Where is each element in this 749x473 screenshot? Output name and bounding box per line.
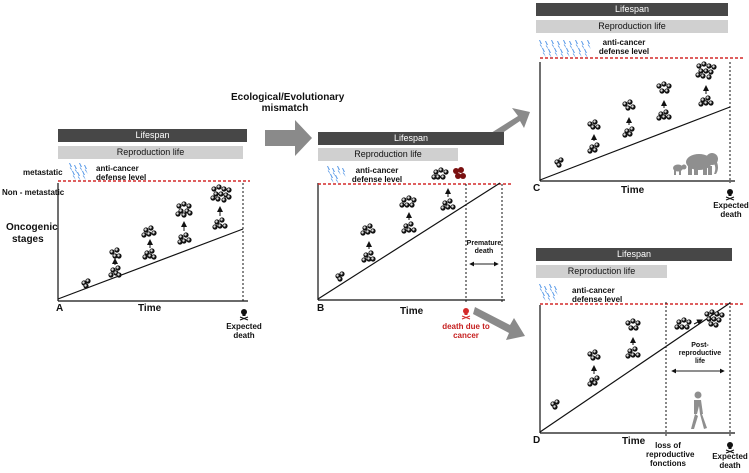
post-reproductive-label: Post- reproductive life	[677, 342, 723, 366]
oncogenic-line2: stages	[12, 234, 44, 245]
panel-c-time-label: Time	[621, 185, 645, 196]
post-line1: Post-	[691, 342, 709, 349]
loss-line1: loss of	[655, 441, 681, 450]
panel-b-reproduction-bar: Reproduction life	[318, 148, 458, 161]
panel-b-defense-label: anti-cancer defense level	[347, 166, 407, 184]
expected-death-line2: death	[233, 331, 255, 340]
panel-a-defense-label: anti-cancer defense level	[96, 164, 146, 182]
cancer-death-line2: cancer	[453, 331, 479, 340]
expected-death-line1: Expected	[713, 201, 749, 210]
cell-cluster-icon	[335, 167, 456, 282]
lightning-icon	[539, 40, 591, 58]
cancer-death-line1: death due to	[442, 322, 490, 331]
defense-label-line1: anti-cancer	[96, 164, 139, 173]
arrow-icon	[473, 307, 525, 340]
panel-a-reproduction-bar: Reproduction life	[58, 146, 243, 159]
premature-line2: death	[474, 248, 494, 255]
cell-cluster-icon	[554, 61, 717, 168]
mismatch-title: Ecological/Evolutionary mismatch	[231, 92, 345, 114]
expected-death-line1: Expected	[226, 322, 262, 331]
panel-a-time-label: Time	[138, 303, 162, 314]
panel-d-reproduction-bar: Reproduction life	[536, 265, 667, 278]
skull-icon	[461, 308, 471, 320]
metastatic-label: metastatic	[23, 168, 63, 177]
cell-cluster-icon	[550, 309, 725, 410]
defense-label-line2: defense level	[572, 295, 623, 304]
panel-d-letter: D	[533, 435, 541, 446]
panel-c-letter: C	[533, 183, 541, 194]
panel-d-time-label: Time	[622, 436, 646, 447]
defense-label-line1: anti-cancer	[355, 166, 399, 175]
cancer-death-label: death due to cancer	[436, 322, 496, 340]
panel-c-reproduction-bar: Reproduction life	[536, 20, 728, 33]
expected-death-line2: death	[719, 461, 741, 470]
arrow-icon	[265, 120, 312, 156]
panel-d-lifespan-bar: Lifespan	[536, 248, 732, 261]
expected-death-line2: death	[720, 210, 742, 219]
loss-line3: fonctions	[650, 459, 686, 468]
premature-death-label: Premature death	[466, 240, 502, 256]
panel-c-expected-death: Expected death	[709, 201, 749, 219]
skull-icon	[239, 308, 249, 321]
mismatch-title-line2: mismatch	[261, 103, 309, 114]
cell-cluster-icon	[81, 184, 232, 289]
oncogenic-line1: Oncogenic	[6, 222, 58, 233]
lightning-icon	[327, 166, 346, 184]
panel-d	[539, 284, 743, 454]
elephant-icon	[673, 153, 718, 175]
panel-c-lifespan-bar: Lifespan	[536, 3, 728, 16]
loss-line2: reproductive	[646, 450, 695, 459]
panel-d-expected-death: Expected death	[708, 452, 749, 470]
panel-c	[539, 40, 743, 201]
panel-b-lifespan-bar: Lifespan	[318, 132, 504, 145]
mismatch-title-line1: Ecological/Evolutionary	[231, 92, 345, 103]
post-line2: reproductive	[678, 350, 722, 357]
loss-reproductive-label: loss of reproductive fonctions	[646, 441, 695, 468]
oncogenic-stages-label: Oncogenic stages	[6, 222, 58, 246]
panel-b-letter: B	[317, 303, 325, 314]
panel-b	[317, 166, 513, 320]
panel-c-defense-label: anti-cancer defense level	[594, 38, 654, 56]
defense-label-line2: defense level	[96, 173, 147, 182]
panel-a	[57, 163, 250, 321]
expected-death-line1: Expected	[712, 452, 748, 461]
panel-a-lifespan-bar: Lifespan	[58, 129, 247, 142]
post-line3: life	[694, 358, 706, 365]
skull-icon	[725, 188, 735, 201]
defense-label-line2: defense level	[351, 175, 403, 184]
panel-a-oncogenic-slope	[57, 228, 244, 300]
walking-person-icon	[691, 391, 707, 429]
panel-b-time-label: Time	[400, 306, 424, 317]
defense-label-line1: anti-cancer	[602, 38, 646, 47]
lightning-icon	[69, 163, 88, 181]
lightning-icon	[539, 284, 558, 302]
panel-a-letter: A	[56, 303, 64, 314]
non-metastatic-label: Non - metastatic	[2, 188, 65, 197]
panel-d-defense-label: anti-cancer defense level	[572, 286, 622, 304]
defense-label-line1: anti-cancer	[572, 286, 615, 295]
defense-label-line2: defense level	[598, 47, 650, 56]
premature-line1: Premature	[466, 240, 502, 247]
metastatic-cluster	[453, 167, 466, 179]
panel-a-expected-death: Expected death	[222, 322, 266, 340]
